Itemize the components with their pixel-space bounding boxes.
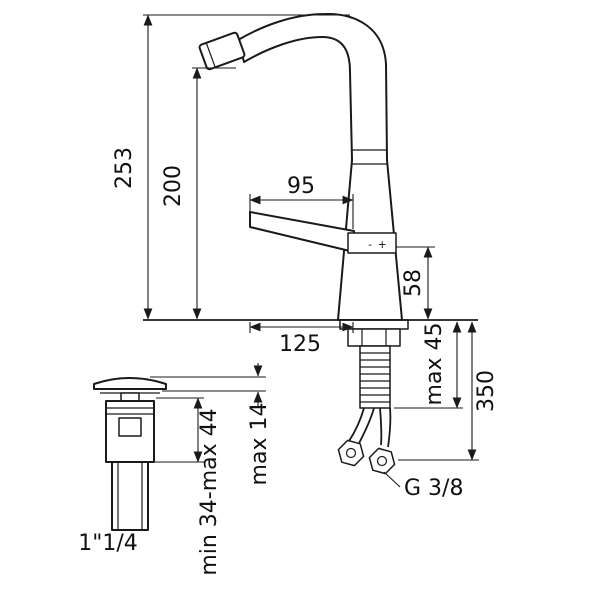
max-deck-thickness-label: max 45 [422,323,447,406]
handle-height-label: 58 [401,269,426,297]
shank-threads [360,352,390,403]
dim-spout-reach: 95 [249,174,354,229]
dim-max-deck-thickness: max 45 [394,321,463,409]
dim-handle-height: 58 [396,246,435,320]
flange-thickness-label: max 14 [247,403,272,486]
waste-cap [93,377,167,390]
overflow-window [118,417,142,437]
handle-markings-label: - + [368,238,388,251]
hose-length-label: 350 [474,370,499,412]
spray-head [198,31,246,71]
waste-size-label: 1"1/4 [78,531,138,556]
base-washer [339,319,409,330]
base-reach-label: 125 [279,332,321,357]
outlet-height-label: 200 [161,165,186,207]
clamp-range-label: min 34-max 44 [197,408,222,575]
threaded-shank [359,345,391,409]
dim-flange-thickness: max 14 [150,363,272,485]
dim-outlet-height: 200 [161,67,236,320]
hose-hex-nuts [337,439,396,475]
flexible-hoses [348,407,392,448]
spout-reach-label: 95 [287,174,315,199]
hose-thread-label: G 3/8 [404,476,463,501]
dim-base-reach: 125 [249,322,354,357]
mounting-nut [347,328,401,347]
waste-size-callout: 1"1/4 [78,531,138,556]
hose-thread-callout: G 3/8 [383,471,463,501]
faucet-body: - + [198,12,403,321]
under-deck-hardware [337,319,409,475]
dim-total-height: 253 [112,14,350,320]
spout-body-outline [237,12,403,321]
pop-up-waste [93,377,167,531]
dim-clamp-range: min 34-max 44 [150,397,222,576]
handle-knob [347,232,397,254]
total-height-label: 253 [112,147,137,189]
dim-hose-length: 350 [398,321,499,461]
hose-thread-leader [383,471,401,488]
handle-lever [249,211,355,253]
waste-neck [120,392,140,402]
